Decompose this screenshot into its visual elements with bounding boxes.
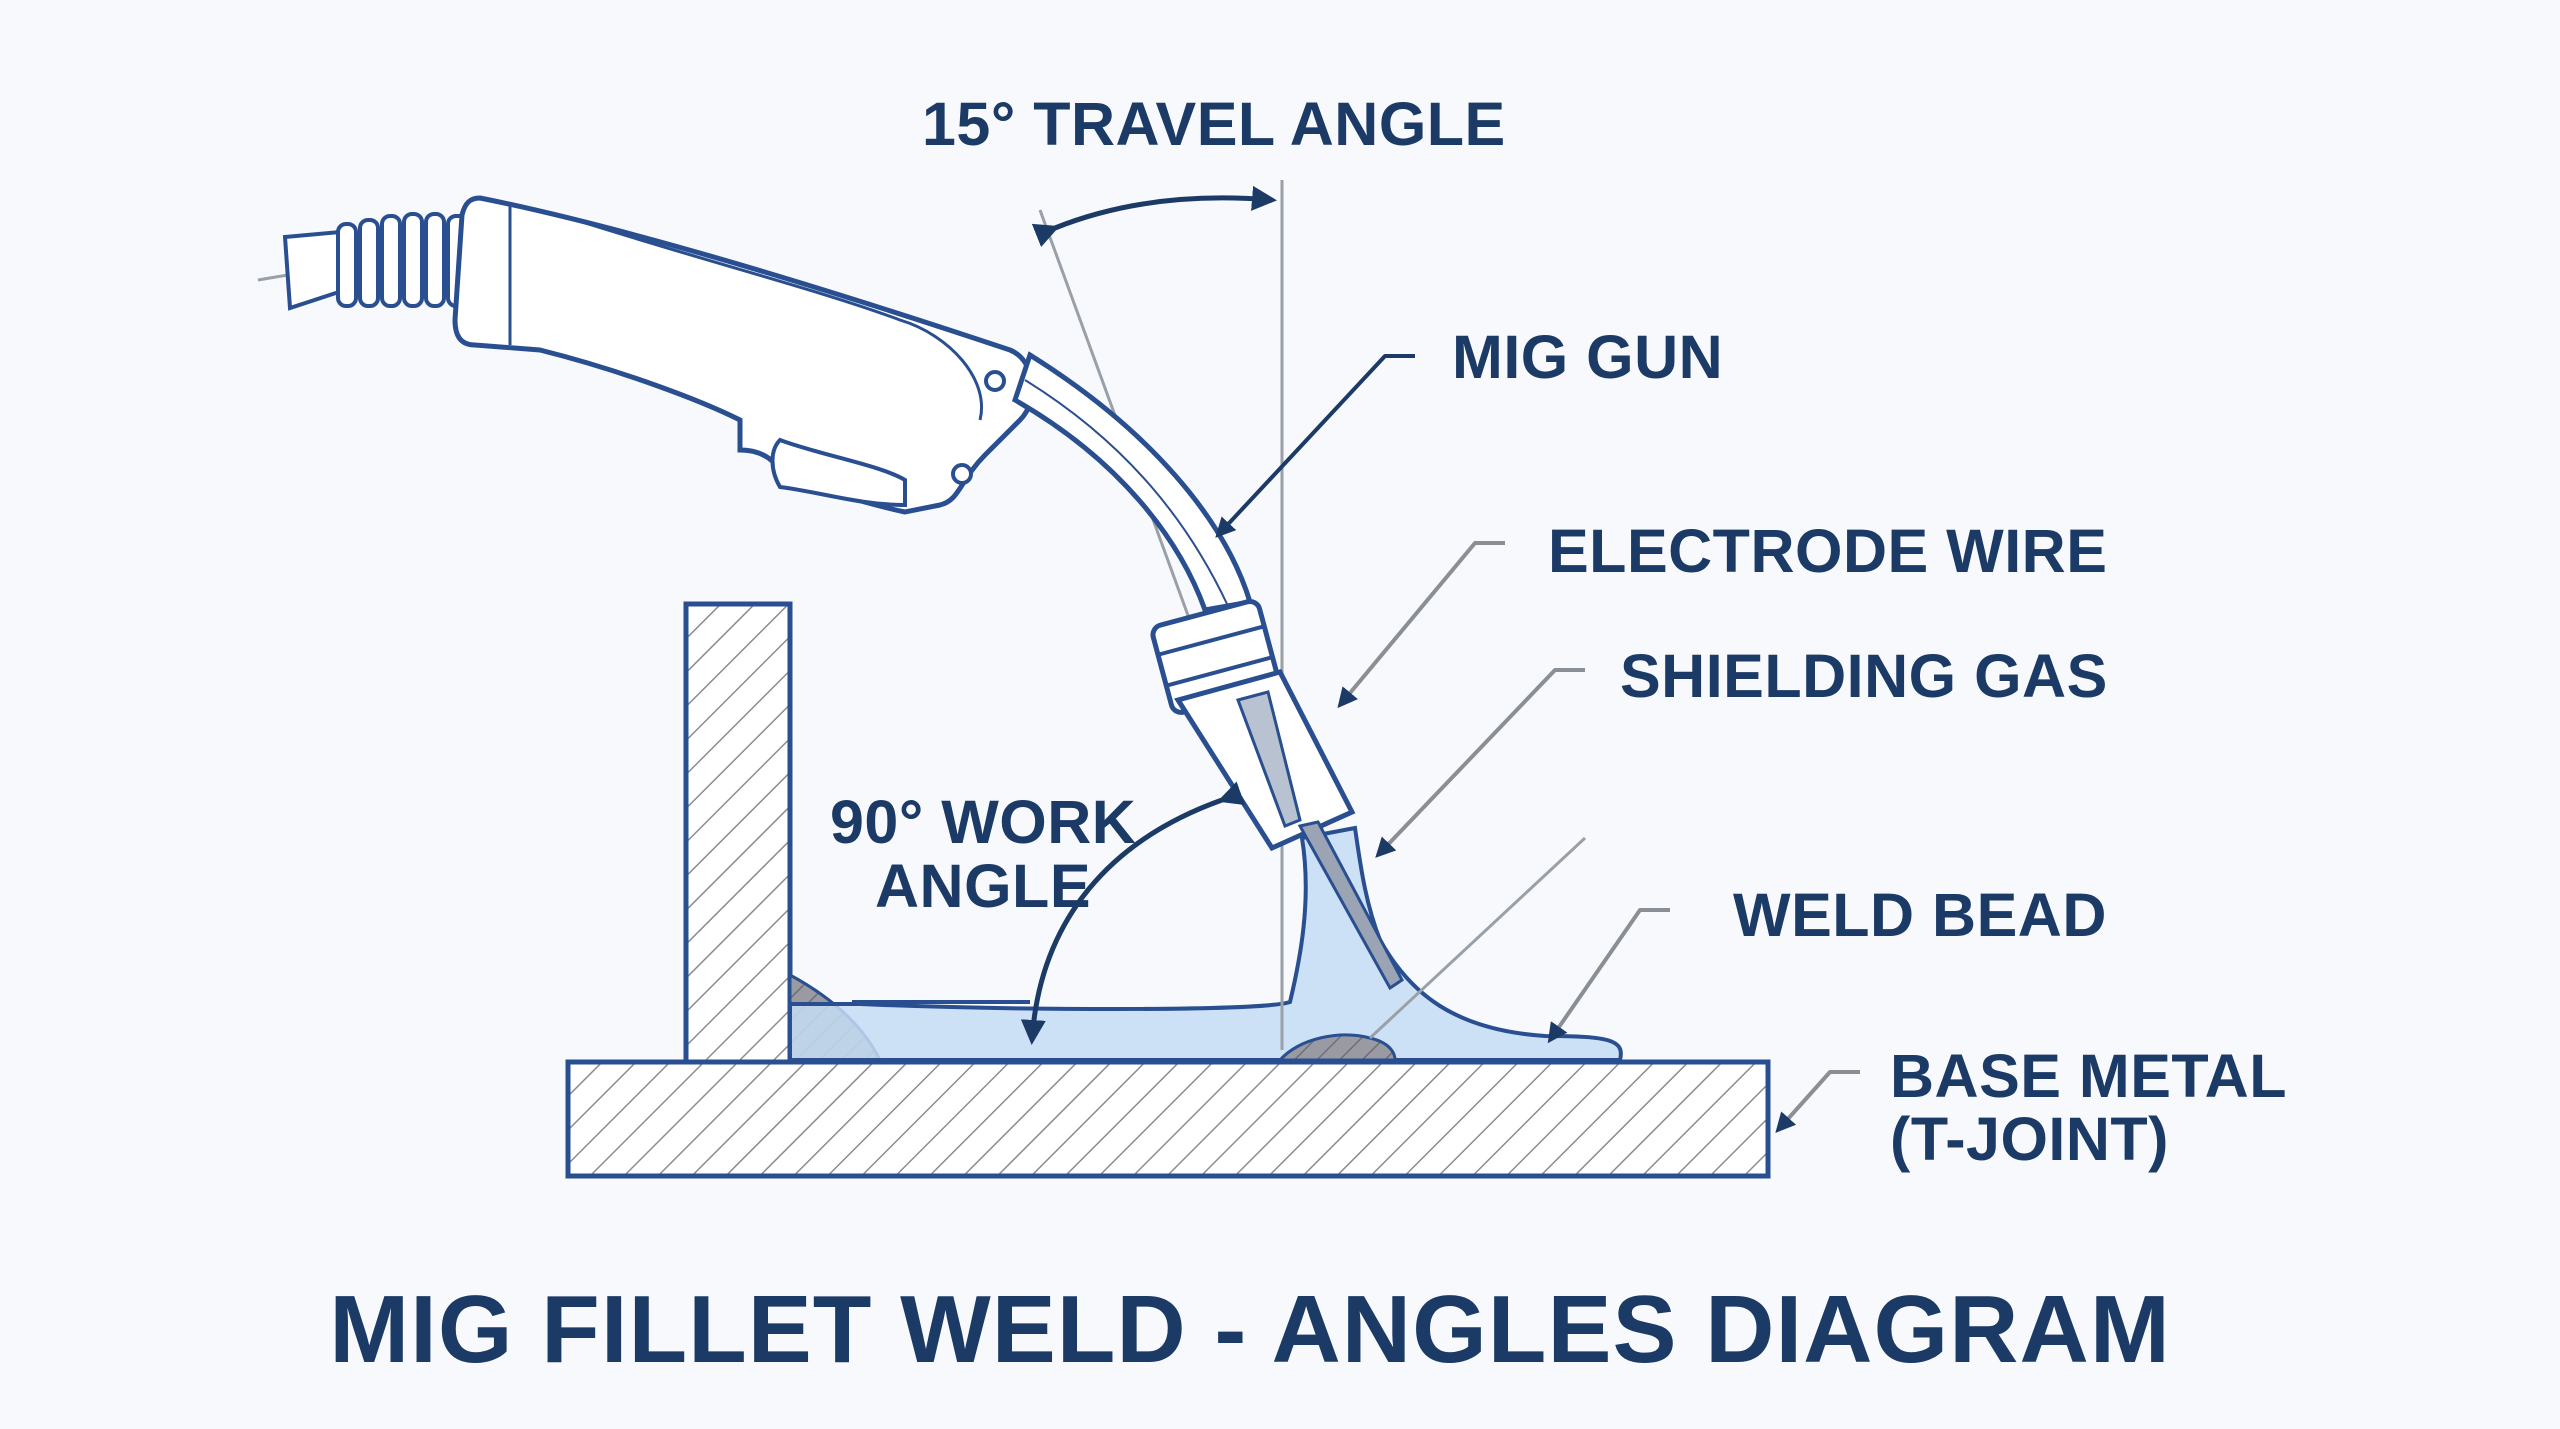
label-base-metal-line1: BASE METAL [1890, 1042, 2287, 1110]
electrode-wire [1297, 820, 1404, 991]
label-mig-gun: MIG GUN [1452, 323, 1723, 391]
labels: 15° TRAVEL ANGLE MIG GUN ELECTRODE WIRE … [830, 90, 2287, 1173]
leader-weld-bead [1547, 908, 1670, 1044]
travel-angle-arc [1031, 185, 1277, 248]
leader-base-metal [1775, 1070, 1860, 1133]
label-base-metal-line2: (T-JOINT) [1890, 1105, 2169, 1173]
vertical-plate [683, 601, 793, 1065]
gun-neck [1011, 351, 1254, 613]
label-travel-angle: 15° TRAVEL ANGLE [922, 90, 1506, 158]
gun-trigger [770, 437, 907, 508]
leader-mig-gun [1215, 354, 1415, 538]
weld-bead [1276, 1033, 1397, 1062]
horizontal-plate [565, 1059, 1771, 1179]
gun-handle [452, 195, 1035, 515]
leader-lines [1215, 354, 1860, 1133]
work-angle-arc [1020, 781, 1246, 1045]
mig-gun [282, 195, 1404, 991]
label-weld-bead: WELD BEAD [1733, 881, 2107, 949]
label-work-angle-line2: ANGLE [875, 852, 1091, 920]
label-work-angle-line1: 90° WORK [830, 788, 1136, 856]
leader-electrode-wire [1337, 541, 1505, 709]
strain-relief [336, 212, 472, 308]
label-electrode-wire: ELECTRODE WIRE [1548, 517, 2107, 585]
diagram-title: MIG FILLET WELD - ANGLES DIAGRAM [329, 1276, 2171, 1383]
weld-bead-guide-line [1368, 836, 1587, 1040]
leader-shielding-gas [1375, 668, 1585, 858]
contact-tip [1236, 690, 1302, 828]
base-metal [565, 601, 1771, 1179]
label-shielding-gas: SHIELDING GAS [1620, 642, 2108, 710]
